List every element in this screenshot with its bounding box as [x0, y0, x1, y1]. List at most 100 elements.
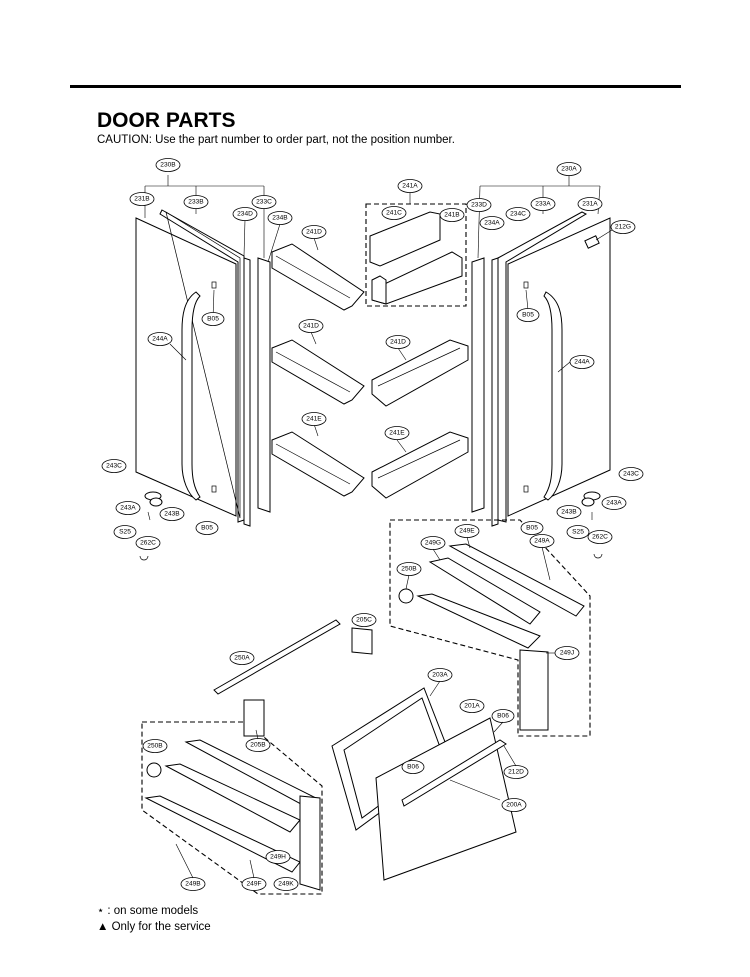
svg-text:S25: S25	[119, 529, 131, 536]
svg-text:B05: B05	[201, 525, 213, 532]
right-door-assembly	[471, 175, 613, 527]
svg-text:B05: B05	[522, 312, 534, 319]
callout-241B: 241B	[439, 208, 465, 222]
callout-250B-l: 250B	[142, 739, 168, 753]
callout-200A: 200A	[501, 798, 527, 812]
callout-B05-l2: B05	[195, 521, 219, 535]
callout-205B: 205B	[245, 738, 271, 752]
callout-B06-1: B06	[491, 709, 515, 723]
callout-234D: 234D	[232, 207, 258, 221]
svg-text:249F: 249F	[246, 881, 261, 888]
svg-text:B05: B05	[526, 525, 538, 532]
callout-244A-l: 244A	[147, 332, 173, 346]
callout-250A: 250A	[229, 651, 255, 665]
callout-249H: 249H	[265, 850, 291, 864]
callout-249E: 249E	[454, 524, 480, 538]
callout-243C-l: 243C	[101, 459, 127, 473]
callout-B05-r2: B05	[520, 521, 544, 535]
svg-text:200A: 200A	[506, 802, 522, 809]
callout-262C-l: 262C	[135, 536, 161, 550]
callout-212D: 212D	[503, 765, 529, 779]
svg-text:249J: 249J	[560, 650, 574, 657]
callout-B06-2: B06	[401, 760, 425, 774]
svg-text:234B: 234B	[272, 215, 288, 222]
callout-231A: 231A	[577, 197, 603, 211]
callout-249G: 249G	[420, 536, 446, 550]
callout-241D-2: 241D	[298, 319, 324, 333]
callout-243B-l: 243B	[159, 507, 185, 521]
page-title: DOOR PARTS	[97, 109, 236, 132]
svg-text:243C: 243C	[106, 463, 122, 470]
svg-text:249K: 249K	[278, 881, 294, 888]
callout-212G: 212G	[610, 220, 636, 234]
callout-243A-r: 243A	[601, 496, 627, 510]
svg-text:243B: 243B	[164, 511, 180, 518]
callout-205C: 205C	[351, 613, 377, 627]
svg-text:233B: 233B	[188, 199, 204, 206]
callout-243C-r: 243C	[618, 467, 644, 481]
svg-text:243A: 243A	[120, 505, 136, 512]
header-rule	[70, 85, 681, 88]
svg-text:203A: 203A	[432, 672, 448, 679]
callout-241A: 241A	[397, 179, 423, 193]
svg-text:231A: 231A	[582, 201, 598, 208]
svg-text:205C: 205C	[356, 617, 372, 624]
callout-234C: 234C	[505, 207, 531, 221]
svg-text:241E: 241E	[389, 430, 405, 437]
callout-233B: 233B	[183, 195, 209, 209]
svg-text:234C: 234C	[510, 211, 526, 218]
callout-249J: 249J	[554, 646, 580, 660]
callout-241E-2: 241E	[384, 426, 410, 440]
hinge-parts	[139, 491, 603, 561]
svg-text:241D: 241D	[390, 339, 406, 346]
svg-text:205B: 205B	[250, 742, 266, 749]
callout-230A: 230A	[556, 162, 582, 176]
svg-text:231B: 231B	[134, 196, 150, 203]
callout-241E-1: 241E	[301, 412, 327, 426]
callout-249F: 249F	[241, 877, 267, 891]
svg-text:B05: B05	[207, 316, 219, 323]
callout-B05-r1: B05	[516, 308, 540, 322]
callout-231B: 231B	[129, 192, 155, 206]
svg-text:212G: 212G	[615, 224, 631, 231]
callout-249B: 249B	[180, 877, 206, 891]
svg-text:262C: 262C	[140, 540, 156, 547]
callout-241D-3: 241D	[385, 335, 411, 349]
svg-text:249H: 249H	[270, 854, 286, 861]
svg-text:241E: 241E	[306, 416, 322, 423]
svg-text:241A: 241A	[402, 183, 418, 190]
note-service-only: ▲ Only for the service	[97, 921, 211, 933]
right-rail-group	[389, 519, 591, 737]
svg-text:230A: 230A	[561, 166, 577, 173]
svg-text:241C: 241C	[386, 210, 402, 217]
svg-text:249E: 249E	[459, 528, 475, 535]
callout-243B-r: 243B	[556, 505, 582, 519]
callout-B05-l1: B05	[201, 312, 225, 326]
callout-241D-1: 241D	[301, 225, 327, 239]
svg-text:233A: 233A	[535, 201, 551, 208]
svg-text:244A: 244A	[574, 359, 590, 366]
svg-text:250B: 250B	[147, 743, 163, 750]
callout-249K: 249K	[273, 877, 299, 891]
callout-234B: 234B	[267, 211, 293, 225]
callout-201A: 201A	[459, 699, 485, 713]
note-some-models: ⋆ : on some models	[97, 905, 199, 917]
svg-text:249A: 249A	[534, 538, 550, 545]
svg-text:234A: 234A	[484, 220, 500, 227]
svg-text:233D: 233D	[471, 202, 487, 209]
svg-text:201A: 201A	[464, 703, 480, 710]
callout-262C-r: 262C	[587, 530, 613, 544]
svg-text:243A: 243A	[606, 500, 622, 507]
svg-text:241D: 241D	[306, 229, 322, 236]
freezer-door-group	[213, 619, 517, 881]
svg-text:241B: 241B	[444, 212, 460, 219]
callout-249A: 249A	[529, 534, 555, 548]
svg-text:230B: 230B	[160, 162, 176, 169]
callout-234A-r: 234A	[479, 216, 505, 230]
door-bins	[271, 192, 469, 499]
svg-text:249G: 249G	[425, 540, 441, 547]
callout-243A-l: 243A	[115, 501, 141, 515]
callout-244A-r: 244A	[569, 355, 595, 369]
callout-230B: 230B	[155, 158, 181, 172]
